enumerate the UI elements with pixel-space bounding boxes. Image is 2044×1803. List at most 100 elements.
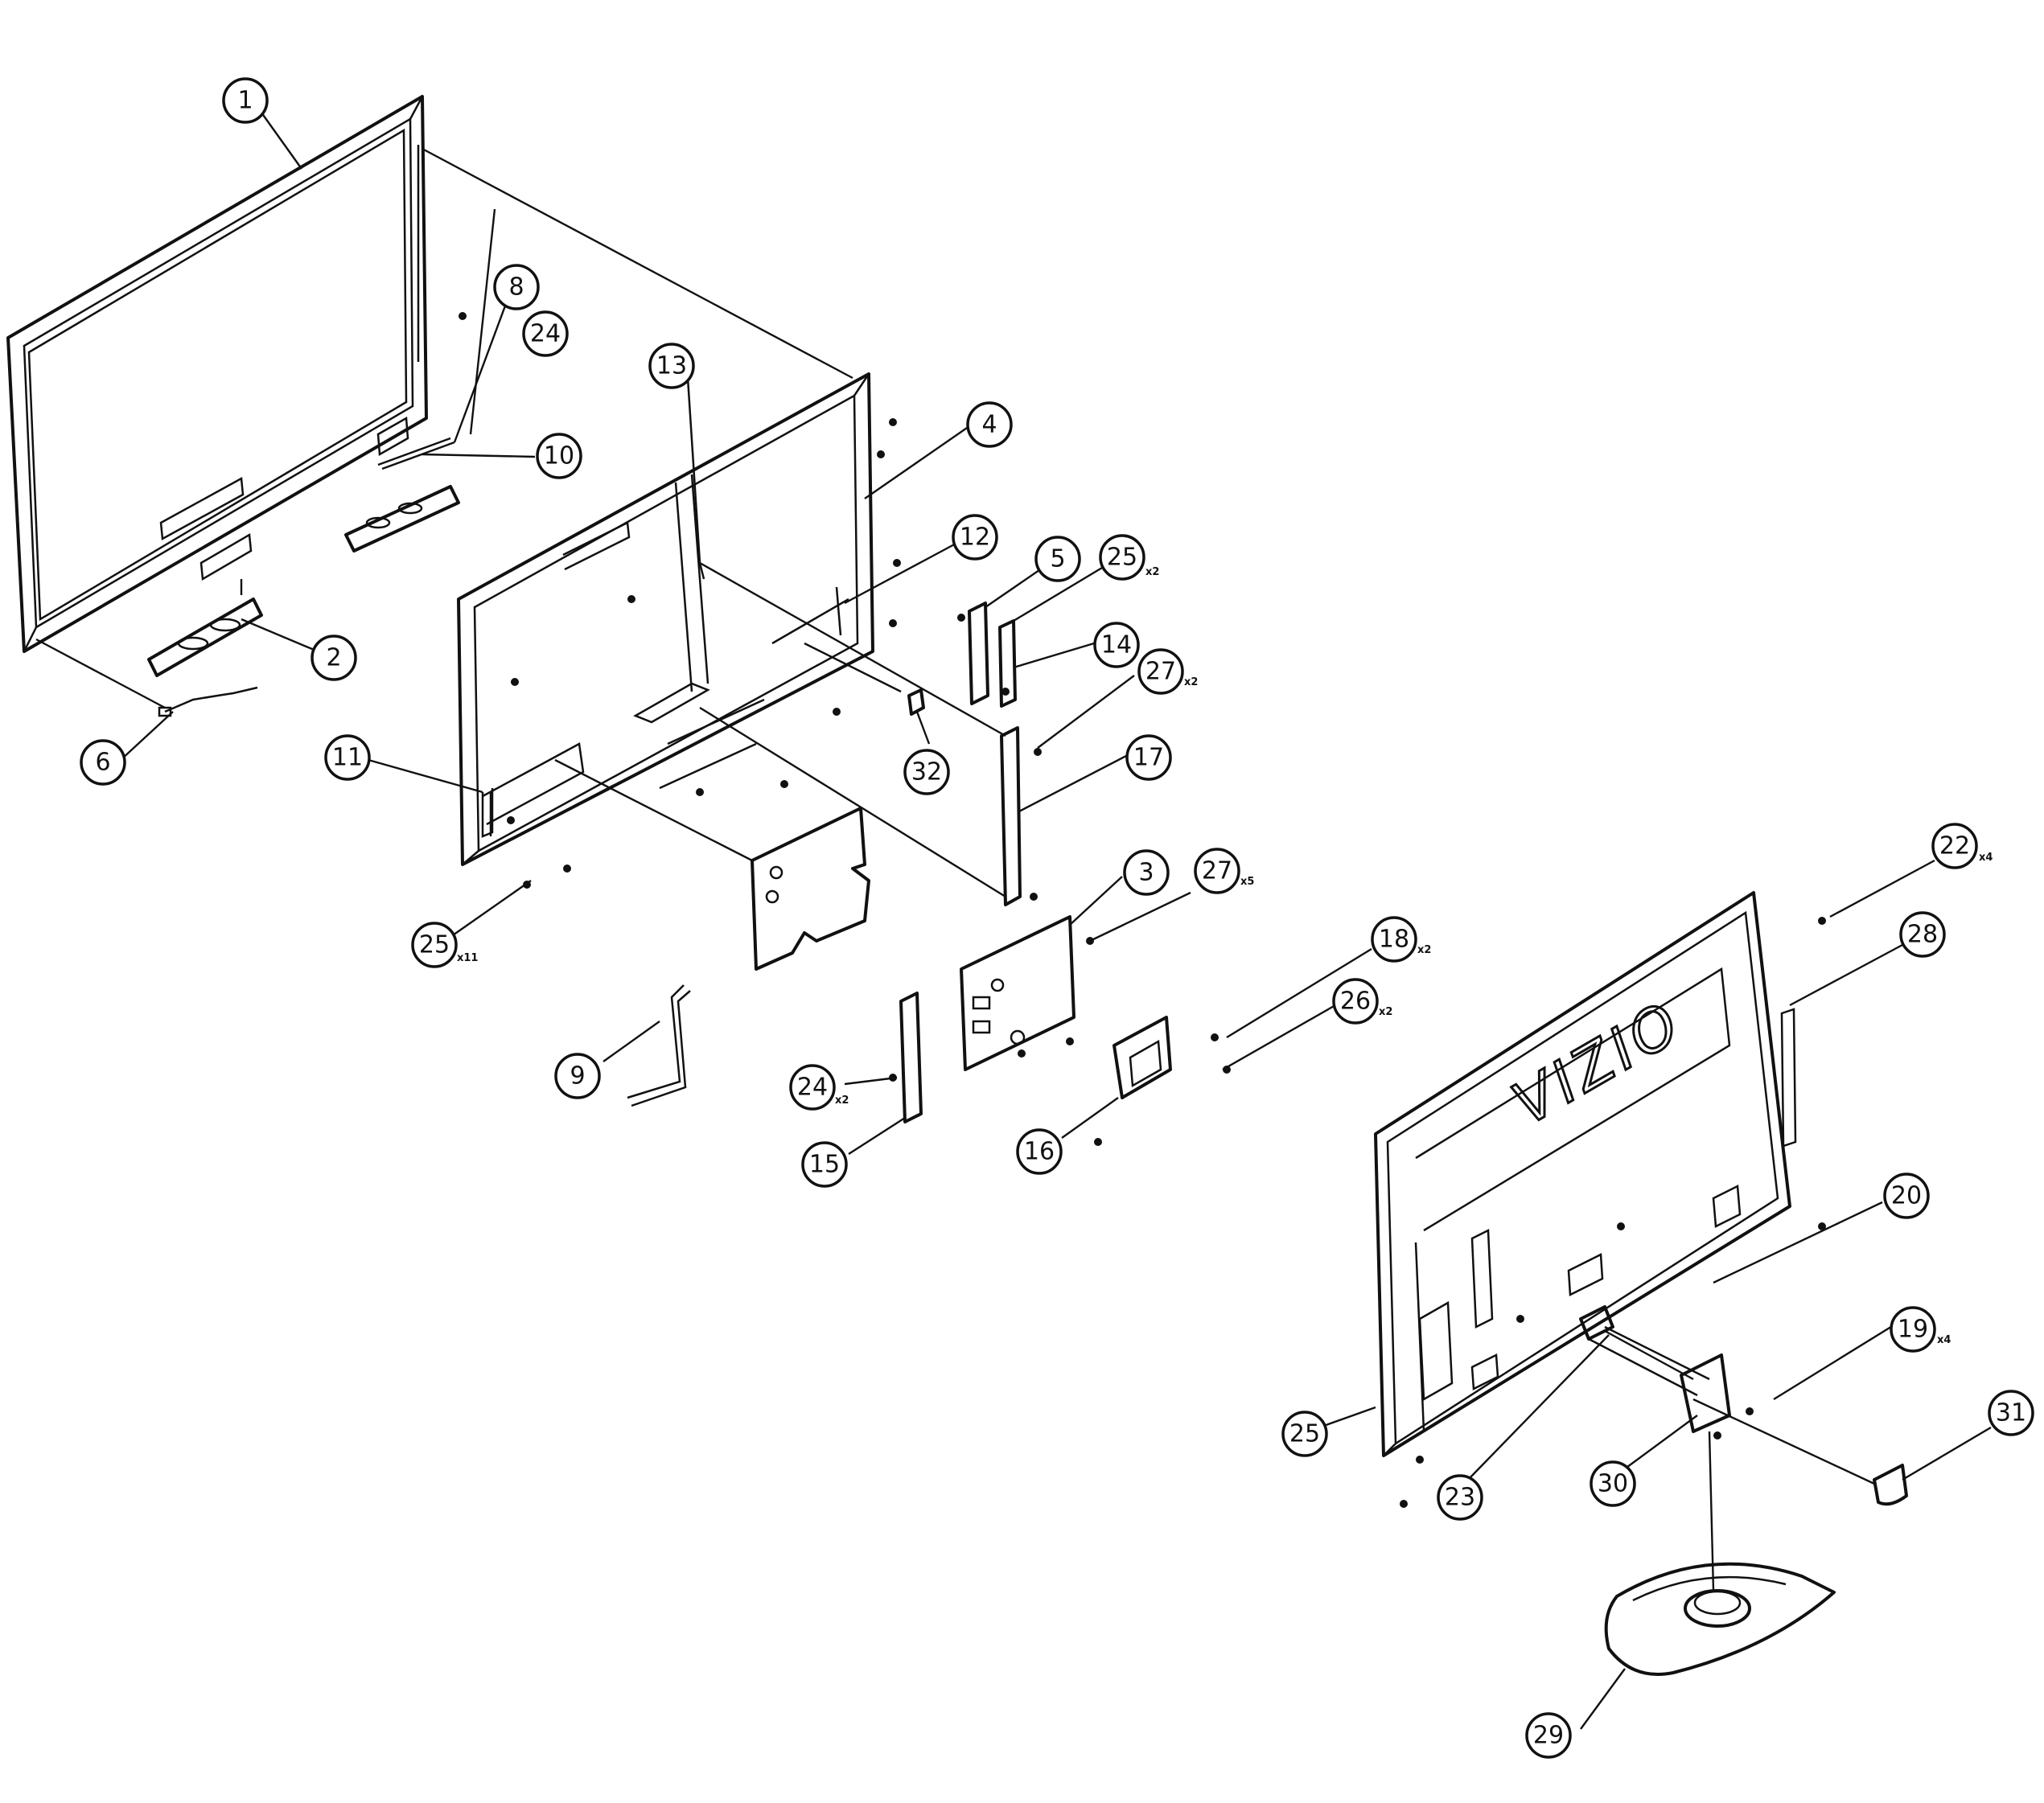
screw [1001, 688, 1010, 696]
callout-number: 12 [960, 524, 990, 552]
screw [1211, 1033, 1219, 1041]
callout-number: 25 [1289, 1420, 1320, 1448]
screw [889, 619, 897, 627]
box-16 [1112, 1016, 1172, 1099]
callout-15: 15 [801, 1141, 848, 1188]
callout-16: 16 [1016, 1128, 1063, 1175]
callout-number: 28 [1907, 921, 1938, 949]
callout-20: 20 [1883, 1173, 1930, 1219]
callout-number: 15 [809, 1151, 840, 1179]
board-5 [968, 602, 989, 705]
callout-number: 6 [95, 749, 110, 777]
callout-number: 8 [508, 273, 524, 302]
screw [696, 788, 704, 796]
screw [1400, 1500, 1408, 1508]
screw [780, 780, 788, 788]
screw [1018, 1049, 1026, 1058]
screw [957, 614, 965, 622]
screw [893, 559, 901, 567]
screw [507, 816, 515, 824]
callout-number: 2 [326, 644, 341, 672]
callout-17: 17 [1125, 734, 1172, 781]
callout-number: 25 [1107, 544, 1137, 572]
callout-qty: x4 [1937, 1334, 1951, 1346]
screw [833, 708, 841, 716]
callout-6: 6 [80, 739, 126, 786]
cable-9 [627, 984, 691, 1107]
callout-number: 5 [1050, 545, 1065, 573]
callout-24-x2: 24 x2 [789, 1064, 849, 1111]
screw [1818, 1222, 1826, 1230]
callout-28: 28 [1899, 911, 1946, 958]
bracket-17 [1000, 726, 1022, 906]
screw [1066, 1037, 1074, 1045]
callout-26: 26 x2 [1332, 978, 1392, 1025]
callout-22: 22 x4 [1931, 823, 1993, 869]
callout-14: 14 [1093, 622, 1140, 668]
cover-cap-31 [1873, 1464, 1908, 1506]
callout-number: 30 [1598, 1470, 1628, 1498]
front-bezel [6, 95, 428, 653]
callout-12: 12 [952, 514, 998, 561]
callout-18: 18 x2 [1371, 916, 1431, 963]
screw [511, 678, 519, 686]
callout-number: 4 [981, 411, 997, 439]
callout-13: 13 [648, 343, 695, 389]
callout-27-x2: 27 x2 [1137, 648, 1198, 695]
board-14 [998, 619, 1017, 708]
callout-number: 13 [656, 352, 687, 380]
callout-25-x11: 25 x11 [411, 922, 478, 968]
stand-neck [1579, 1305, 1710, 1397]
callout-number: 22 [1939, 832, 1970, 860]
back-cover: VIZIO [1374, 891, 1797, 1457]
callout-qty: x11 [457, 952, 478, 964]
callout-number: 17 [1133, 744, 1164, 772]
callout-qty: x4 [1979, 852, 1993, 864]
callout-25-x2: 25 x2 [1099, 534, 1159, 581]
screw [459, 312, 467, 320]
callout-number: 31 [1996, 1399, 2026, 1427]
callout-number: 16 [1024, 1138, 1055, 1166]
stand-base [1604, 1431, 1836, 1676]
cable-13 [686, 377, 705, 580]
bracket-11 [481, 788, 494, 838]
callout-qty: x2 [1379, 1006, 1392, 1018]
callout-30: 30 [1590, 1460, 1636, 1507]
cable-6 [158, 686, 258, 717]
callout-8: 8 [493, 264, 540, 310]
callout-number: 9 [570, 1062, 585, 1090]
callout-number: 25 [419, 931, 450, 959]
bracket-15 [899, 992, 923, 1123]
main-board [960, 915, 1075, 1071]
callout-9: 9 [554, 1053, 601, 1099]
callout-number: 27 [1145, 658, 1176, 686]
callout-25-back: 25 [1281, 1411, 1328, 1457]
callout-19: 19 x4 [1890, 1306, 1951, 1353]
callout-23: 23 [1437, 1474, 1483, 1521]
callout-4: 4 [966, 401, 1013, 448]
screw [1034, 748, 1042, 756]
cable-10 [377, 437, 455, 470]
assembly-lines [35, 147, 1875, 1485]
callout-qty: x2 [835, 1095, 849, 1107]
callout-number: 32 [911, 758, 942, 787]
screw [1416, 1456, 1424, 1464]
callout-qty: x5 [1240, 876, 1254, 888]
screw [1746, 1407, 1754, 1415]
callout-number: 23 [1445, 1484, 1475, 1512]
callout-number: 10 [544, 442, 574, 470]
callout-number: 24 [797, 1074, 828, 1102]
callout-32: 32 [903, 749, 950, 795]
callout-24-top: 24 [522, 310, 569, 357]
screws [459, 312, 1826, 1508]
callout-2: 2 [311, 635, 357, 681]
callout-number: 24 [530, 320, 561, 348]
speaker-bar-right [344, 485, 460, 552]
control-board [147, 598, 263, 677]
screw [563, 865, 571, 873]
power-board [751, 807, 870, 971]
callout-number: 1 [237, 87, 253, 115]
screw [627, 595, 635, 603]
callout-3: 3 [1123, 849, 1170, 896]
